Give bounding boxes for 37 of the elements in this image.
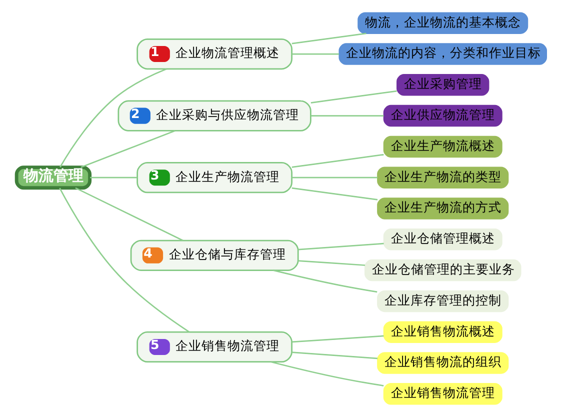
node-box: 1 企业物流管理概述 [136, 38, 292, 70]
connector [298, 260, 365, 266]
node-box: 企业生产物流的类型 [376, 166, 508, 188]
node-box: 企业生产物流概述 [382, 136, 502, 158]
connector [270, 361, 384, 386]
node-box: 2 企业采购与供应物流管理 [117, 100, 311, 132]
node-box: 企业销售物流概述 [382, 321, 502, 343]
node-box: 企业采购管理 [396, 74, 489, 96]
connector [59, 68, 166, 168]
connector [90, 176, 137, 178]
connector [80, 130, 175, 168]
node-box: 4 企业仓储与库存管理 [130, 240, 298, 271]
node-box: 企业供应物流管理 [382, 104, 502, 127]
connector [291, 352, 378, 360]
node-box: 5 企业销售物流管理 [136, 331, 292, 363]
node-box: 企业库存管理的控制 [376, 290, 508, 312]
node-box: 3 企业生产物流管理 [136, 162, 292, 194]
connector [272, 270, 377, 293]
node-box: 企业仓储管理的主要业务 [364, 259, 521, 282]
connector [291, 176, 378, 178]
connector [74, 187, 183, 242]
connector [291, 32, 366, 44]
node-box: 企业销售物流管理 [382, 383, 502, 405]
connector [291, 187, 378, 200]
connector [291, 154, 384, 168]
node-box: 企业销售物流的组织 [376, 352, 508, 374]
node-box: 企业生产物流的方式 [376, 198, 508, 220]
connector [310, 115, 384, 116]
node-box: 物流管理 [14, 166, 92, 190]
connector [298, 242, 384, 250]
node-box: 物流，企业物流的基本概念 [357, 12, 528, 34]
connector [291, 53, 338, 55]
connector [291, 335, 384, 343]
connector [310, 90, 396, 104]
connector [58, 188, 190, 333]
node-box: 企业仓储管理概述 [382, 228, 502, 250]
node-box: 企业物流的内容，分类和作业目标 [338, 43, 546, 65]
